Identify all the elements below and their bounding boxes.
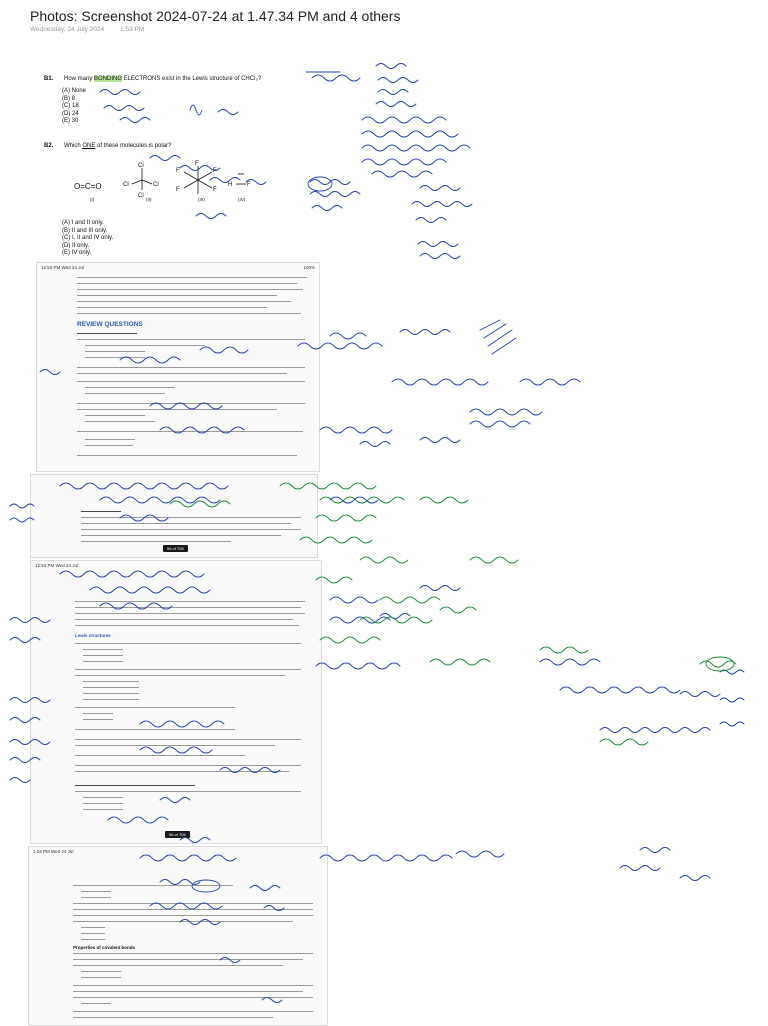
status-bar: 1:24 PM Wed 24 Jul	[33, 849, 74, 854]
photos-header: Photos: Screenshot 2024-07-24 at 1.47.34…	[30, 8, 750, 33]
b1-highlight: BONDING	[94, 76, 123, 82]
b2-question: Which ONE of these molecules is polar?	[64, 143, 172, 149]
b2-highlight: ONE	[82, 143, 96, 149]
svg-text:F: F	[247, 182, 251, 188]
b1-number: B1.	[44, 76, 54, 82]
textbook-screenshot-2: 56 of 705	[30, 474, 318, 558]
b2-number: B2.	[44, 143, 54, 149]
section-heading: Lewis structures	[75, 633, 111, 638]
svg-text:H: H	[228, 182, 232, 188]
molecule-co2: O=C=O	[74, 182, 102, 191]
page-counter-badge: 56 of 705	[163, 545, 188, 552]
textbook-screenshot-3: 12:53 PM Wed 24 Jul Lewis structures 56 …	[30, 560, 322, 844]
svg-text:F: F	[176, 187, 180, 193]
textbook-screenshot-4: 1:24 PM Wed 24 Jul Properties of covalen…	[28, 846, 328, 1026]
svg-text:Cl: Cl	[138, 163, 144, 169]
status-bar: 12:53 PM Wed 24 Jul	[35, 563, 78, 568]
photo-timestamp: Wednesday, 24 July 2024 1:53 PM	[30, 26, 750, 33]
section-heading: Properties of covalent bonds	[73, 945, 136, 950]
section-heading: REVIEW QUESTIONS	[77, 321, 143, 328]
svg-text:Cl: Cl	[123, 182, 129, 188]
svg-text:Cl: Cl	[153, 182, 159, 188]
svg-text:Cl: Cl	[138, 193, 144, 199]
page-counter-badge: 56 of 705	[165, 831, 190, 838]
svg-text:F: F	[195, 161, 199, 167]
svg-text:F: F	[213, 168, 217, 174]
photo-date: Wednesday, 24 July 2024	[30, 26, 105, 33]
photo-time: 1:53 PM	[120, 26, 145, 33]
window-title: Photos: Screenshot 2024-07-24 at 1.47.34…	[30, 8, 401, 24]
b1-question: How many BONDING ELECTRONS exist in the …	[64, 76, 262, 82]
worksheet-page: B1. How many BONDING ELECTRONS exist in …	[0, 58, 768, 266]
b1-options: (A) None (B) 8 (C) 18 (D) 24 (E) 30	[62, 88, 87, 124]
svg-text:F: F	[176, 168, 180, 174]
b2-options: (A) I and II only. (B) II and III only. …	[62, 220, 114, 256]
svg-text:F: F	[213, 187, 217, 193]
